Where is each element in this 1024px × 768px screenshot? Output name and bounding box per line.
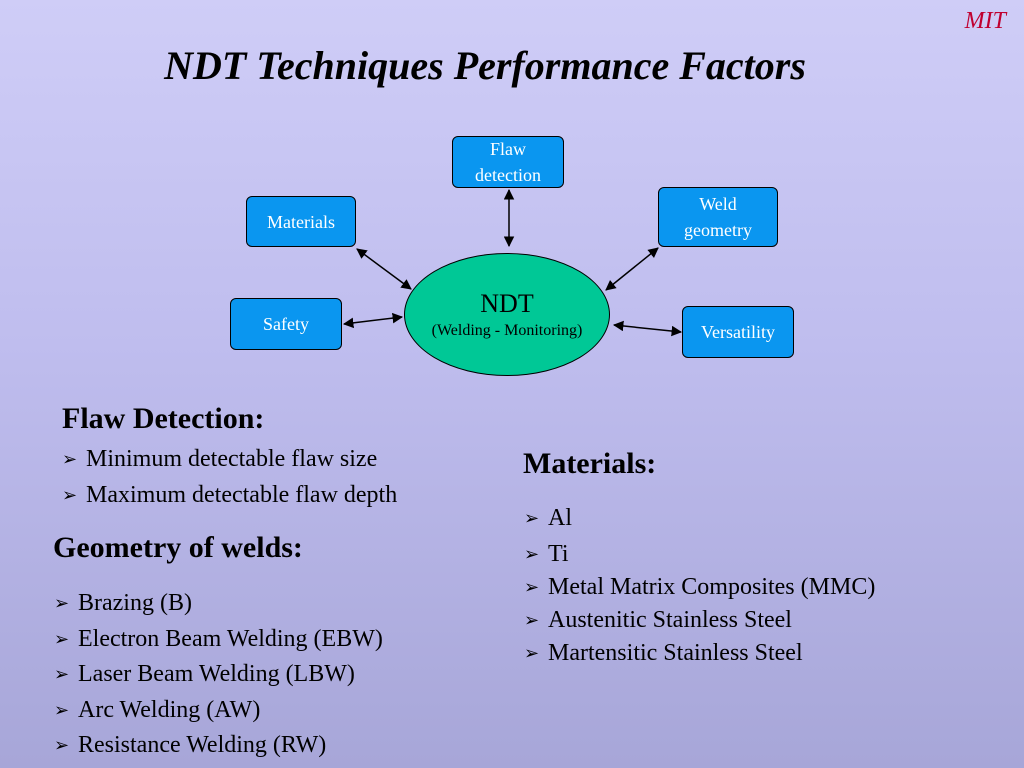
list-item: ➢Metal Matrix Composites (MMC)	[524, 571, 875, 604]
node-versatility: Versatility	[682, 306, 794, 358]
arrow-bullet-icon: ➢	[54, 735, 70, 755]
list-item: ➢Minimum detectable flaw size	[62, 442, 397, 478]
list-item: ➢Brazing (B)	[54, 586, 383, 622]
arrow-bullet-icon: ➢	[54, 628, 70, 649]
geometry-list: ➢Brazing (B) ➢Electron Beam Welding (EBW…	[54, 586, 383, 764]
node-safety: Safety	[230, 298, 342, 350]
arrow-bullet-icon: ➢	[54, 664, 70, 684]
mit-logo: MIT	[964, 8, 1006, 34]
arrow-bullet-icon: ➢	[524, 643, 540, 663]
arrow-bullet-icon: ➢	[524, 508, 540, 528]
arrow-bullet-icon: ➢	[62, 449, 78, 469]
flaw-detection-list: ➢Minimum detectable flaw size ➢Maximum d…	[62, 442, 397, 514]
connector-materials	[356, 248, 412, 290]
node-weld-geometry: Weld geometry	[658, 187, 778, 247]
connector-versatility	[612, 320, 683, 337]
flaw-detection-heading: Flaw Detection:	[62, 402, 265, 435]
list-item: ➢Al	[524, 502, 875, 535]
arrow-bullet-icon: ➢	[62, 485, 78, 505]
connector-weld-geometry	[605, 247, 659, 291]
arrow-bullet-icon: ➢	[524, 544, 540, 564]
node-flaw-detection: Flaw detection	[452, 136, 564, 188]
arrow-bullet-icon: ➢	[54, 699, 70, 720]
geometry-heading: Geometry of welds:	[53, 531, 303, 564]
list-item: ➢Electron Beam Welding (EBW)	[54, 622, 383, 658]
ndt-title: NDT	[480, 288, 534, 318]
ndt-center-node: NDT (Welding - Monitoring)	[404, 253, 610, 376]
materials-list: ➢Al ➢Ti ➢Metal Matrix Composites (MMC) ➢…	[524, 502, 875, 670]
list-item: ➢Ti	[524, 538, 875, 571]
list-item: ➢Laser Beam Welding (LBW)	[54, 657, 383, 693]
list-item: ➢Maximum detectable flaw depth	[62, 478, 397, 514]
ndt-subtitle: (Welding - Monitoring)	[431, 321, 583, 339]
list-item: ➢Martensitic Stainless Steel	[524, 637, 875, 670]
slide-title: NDT Techniques Performance Factors	[164, 43, 806, 88]
list-item: ➢Austenitic Stainless Steel	[524, 604, 875, 637]
list-item: ➢Resistance Welding (RW)	[54, 728, 383, 764]
arrow-bullet-icon: ➢	[524, 610, 540, 630]
list-item: ➢Arc Welding (AW)	[54, 693, 383, 729]
arrow-bullet-icon: ➢	[524, 577, 540, 597]
node-materials: Materials	[246, 196, 356, 247]
arrow-bullet-icon: ➢	[54, 593, 70, 613]
connector-safety	[342, 312, 404, 329]
materials-heading: Materials:	[523, 447, 657, 480]
